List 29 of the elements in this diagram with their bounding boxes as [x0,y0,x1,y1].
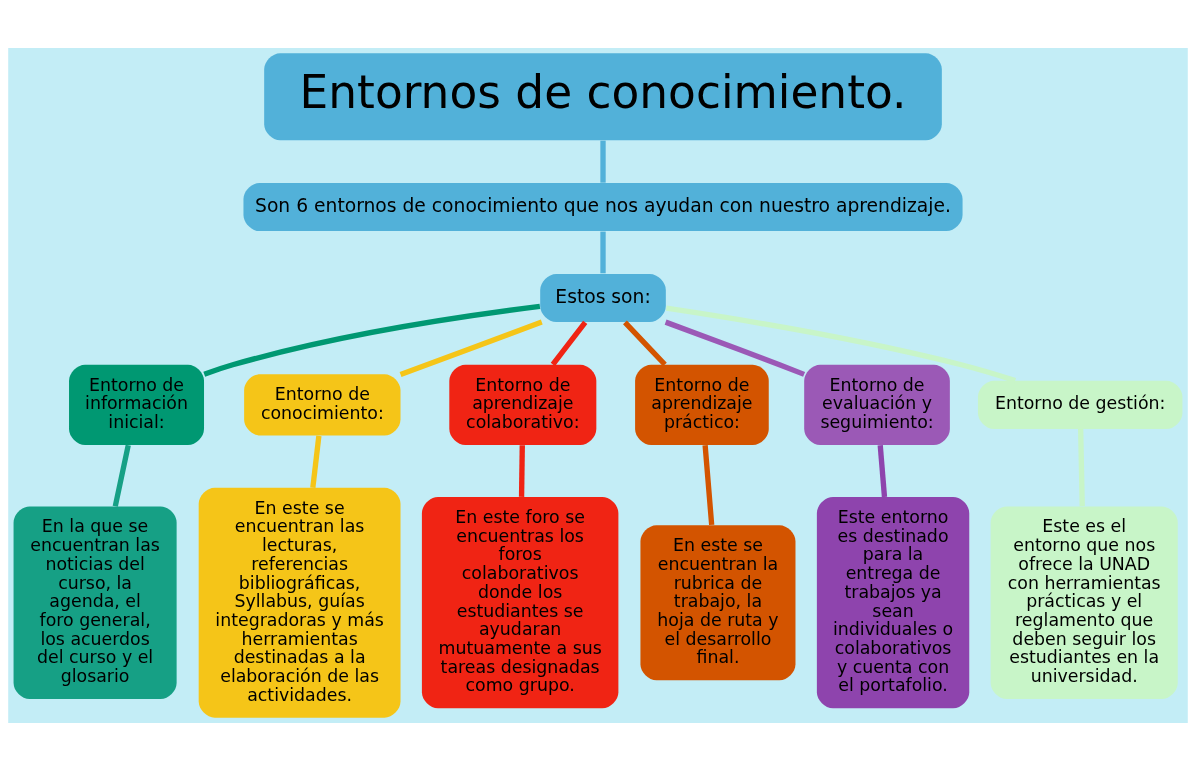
node-box: En la que se encuentran las noticias del curso, la agenda, el foro general, los acuerdos del curso y el glosario [13,506,177,699]
connector [203,303,541,377]
connector [112,444,131,507]
connector [665,305,1017,384]
node-box: Este es el entorno que nos ofrece la UNAD con herramientas prácticas y el reglamento que deben seguir los estudiantes en la universidad. [990,506,1178,699]
node-box: Entorno de gestión: [977,380,1183,429]
node-box: En este se encuentran la rubrica de trabajo, la hoja de ruta y el desarrollo final. [640,525,796,681]
connector [600,140,606,183]
connector [600,231,606,274]
node-box: Entorno de aprendizaje práctico: [635,364,769,445]
connector [664,319,806,377]
node-box: Entorno de evaluación y seguimiento: [804,364,950,445]
connector [623,320,667,367]
node-box: Son 6 entornos de conocimiento que nos ayudan con nuestro aprendizaje. [243,183,963,232]
node-box: En este foro se encuentras los foros colaborativos donde los estudiantes se ayudaran mutuamente a sus tareas designadas como grupo. [421,497,619,709]
node-box: En este se encuentran las lecturas, referencias bibliográficas, Syllabus, guías integradoras y más herramientas destinadas a la elaboración de las actividades. [198,487,401,718]
node-box: Entorno de información inicial: [69,364,205,445]
connector [518,445,525,497]
connector [1078,428,1085,507]
node-box: Entorno de aprendizaje colaborativo: [449,364,597,445]
connector [877,445,888,498]
connector [399,319,543,377]
connector [702,445,715,526]
connector [310,435,322,489]
node-box: Entorno de conocimiento: [244,374,401,436]
node-box: Entornos de conocimiento. [264,53,942,141]
node-box: Estos son: [540,273,666,322]
node-box: Este entorno es destinado para la entrega de trabajos ya sean individuales o colaborativos y cuenta con el portafolio. [816,497,970,709]
connector [550,320,588,367]
